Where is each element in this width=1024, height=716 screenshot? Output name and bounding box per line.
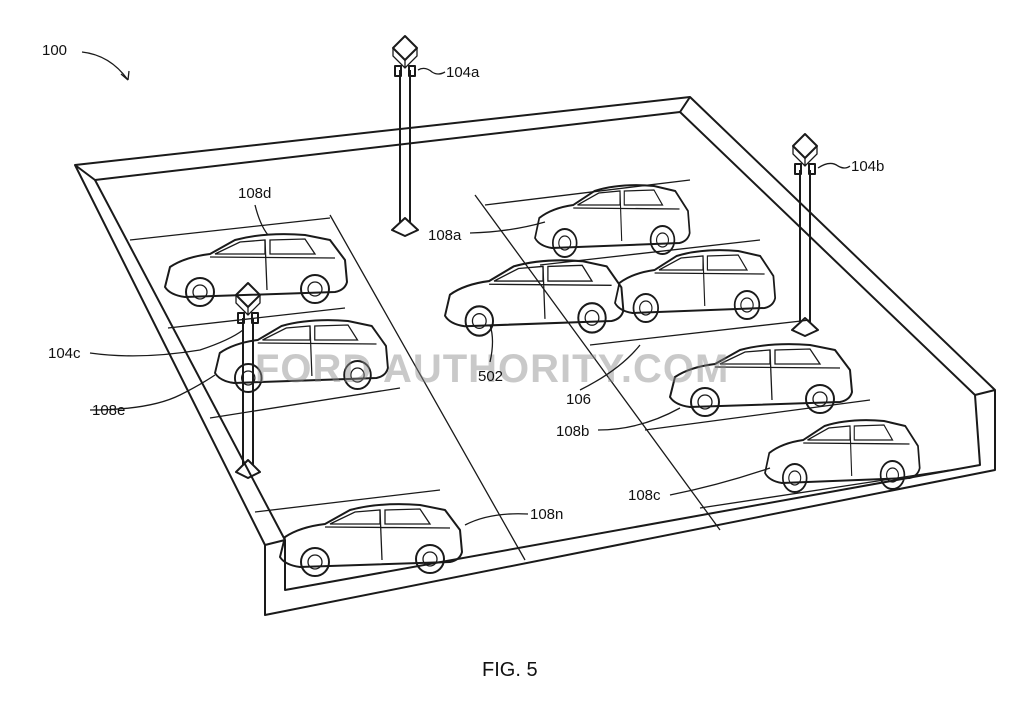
parking-structure [74, 96, 996, 616]
label-106: 106 [566, 391, 591, 408]
label-104a: 104a [446, 64, 480, 81]
label-108b: 108b [556, 423, 589, 440]
vehicle-108d [164, 233, 348, 307]
label-104b: 104b [851, 158, 884, 175]
label-108c: 108c [628, 487, 661, 504]
cameras [235, 35, 819, 479]
leaders [81, 51, 851, 526]
camera-104c-icon [235, 282, 261, 324]
label-502: 502 [478, 368, 503, 385]
label-108a: 108a [428, 227, 462, 244]
reference-labels: 100 104a 104b 104c 108d 108e 108a 502 10… [42, 42, 884, 523]
vehicle-108n [279, 503, 463, 577]
label-104c: 104c [48, 345, 81, 362]
label-108e: 108e [92, 402, 125, 419]
camera-104b-icon [792, 133, 818, 175]
label-100: 100 [42, 42, 67, 59]
vehicle-108c [764, 419, 921, 493]
camera-104a-icon [392, 35, 418, 77]
vehicle-502 [443, 259, 625, 337]
vehicle-unlabeled [614, 249, 777, 323]
figure-caption: FIG. 5 [482, 659, 538, 681]
label-108d: 108d [238, 185, 271, 202]
label-108n: 108n [530, 506, 563, 523]
